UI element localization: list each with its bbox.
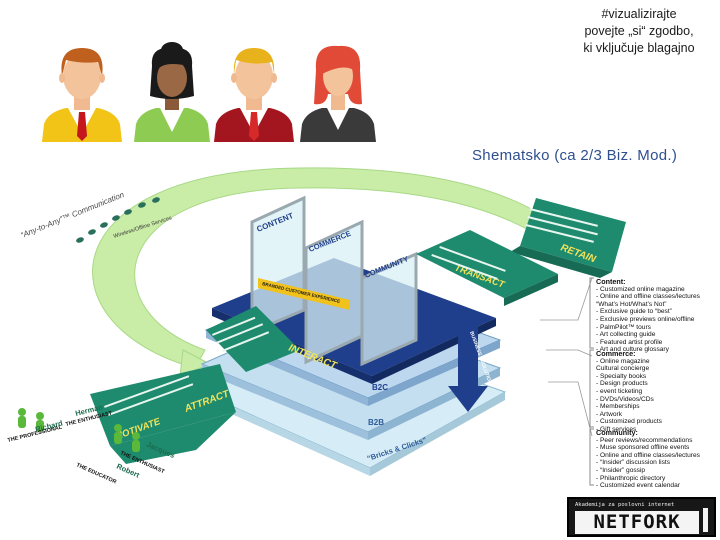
commerce-item: - Specialty books [596, 372, 647, 380]
content-item: “What’s Hot/What’s Not” [596, 300, 667, 308]
content-item: - Art collecting guide [596, 331, 656, 339]
avatar-man-red-icon [214, 48, 294, 142]
caption-line-3: ki vključuje blagajno [583, 41, 695, 55]
branded-experience-strip [258, 278, 350, 310]
netfork-logo: Akademija za poslovni internet NETFORK [567, 497, 716, 537]
business-model-diagram: “Any-to-Any”™ Communication Wireless/Off… [7, 167, 626, 486]
commerce-item: - Online magazine [596, 357, 650, 365]
attract-block [90, 364, 236, 446]
caption: #vizualizirajte povejte „si“ zgodbo, ki … [560, 6, 718, 57]
content-panel: Content: - Customized online magazine - … [596, 278, 700, 354]
caption-line-2: povejte „si“ zgodbo, [584, 24, 694, 38]
panel-brackets [589, 277, 594, 486]
diagram-title: Shematsko (ca 2/3 Biz. Mod.) [472, 147, 678, 164]
content-item: - Exclusive previews online/offline [596, 315, 695, 323]
community-item: - “Insider” discussion lists [596, 459, 671, 467]
leader-lines [540, 277, 593, 437]
content-item: - Exclusive guide to “best” [596, 308, 672, 316]
community-item: - Philanthropic directory [596, 474, 666, 482]
layer-b2b: B2B [368, 418, 384, 427]
footprints-icon [76, 197, 160, 243]
commerce-item: - Customized products [596, 418, 662, 426]
content-heading: Content: [596, 277, 626, 286]
commerce-item: - Design products [596, 380, 648, 388]
persona-figures-icon [18, 408, 140, 452]
commerce-item: - DVDs/Videos/CDs [596, 395, 654, 403]
layer-b2c: B2C [372, 383, 388, 392]
glass-panel-content: CONTENT [250, 195, 306, 335]
content-item: - Featured artist profile [596, 338, 663, 346]
community-item: - Muse sponsored offline events [596, 444, 690, 452]
commerce-item: - event ticketing [596, 387, 643, 395]
caption-line-1: #vizualizirajte [601, 7, 677, 21]
commerce-item: - Artwork [596, 410, 623, 418]
glass-panel-commerce: COMMERCE [304, 219, 364, 365]
persona-4-role: THE EDUCATOR [75, 462, 117, 485]
avatar-woman-dark-icon [300, 45, 376, 142]
commerce-item: - Gift services [596, 425, 637, 433]
community-item: - Customized event calendar [596, 482, 680, 490]
community-item: - Online and offline classes/lectures [596, 451, 700, 459]
content-item: - Customized online magazine [596, 285, 685, 293]
content-item: - Online and offline classes/lectures [596, 293, 700, 301]
commerce-item: - Memberships [596, 403, 640, 411]
retain-block [520, 198, 626, 272]
motivate-block [110, 412, 236, 464]
community-item: - “Insider” gossip [596, 466, 646, 474]
community-heading: Community: [596, 428, 638, 437]
content-item: - PalmPilot™ tours [596, 323, 651, 331]
avatar-woman-green-icon [134, 42, 210, 142]
logo-wordmark: NETFORK [575, 511, 699, 534]
logo-subtitle: Akademija za poslovni internet [575, 502, 675, 508]
community-panel: Community: - Peer reviews/recommendation… [596, 429, 700, 490]
avatar-man-yellow-icon [42, 48, 122, 142]
logo-bar-icon [703, 508, 708, 532]
commerce-panel: Commerce: - Online magazine Cultural con… [596, 350, 662, 434]
commerce-item: Cultural concierge [596, 365, 650, 373]
persona-4-name: Robert [115, 462, 141, 480]
business-evolution-arrow [448, 326, 488, 412]
commerce-heading: Commerce: [596, 349, 636, 358]
community-item: - Peer reviews/recommendations [596, 436, 693, 444]
content-item: - Art and culture glossary [596, 346, 669, 354]
